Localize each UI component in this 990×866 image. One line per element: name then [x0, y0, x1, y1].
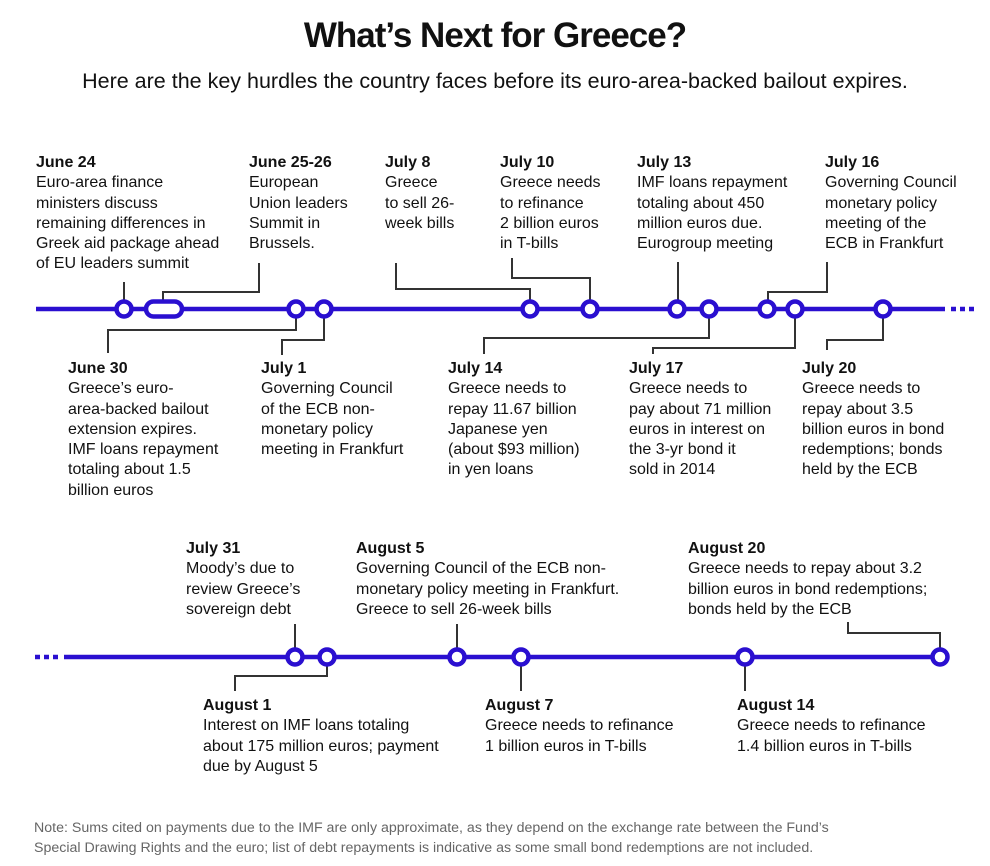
event-date: August 7 — [485, 697, 554, 714]
connector-july14 — [483, 318, 710, 354]
marker-july20 — [873, 299, 893, 319]
event-text: European Union leaders Summit in Brussel… — [249, 174, 348, 253]
marker-aug20 — [930, 647, 950, 667]
marker-july17 — [785, 299, 805, 319]
event-text: Greece needs to refinance 1.4 billion eu… — [737, 717, 926, 755]
event-text: Governing Council monetary policy meetin… — [825, 174, 957, 253]
footnote: Note: Sums cited on payments due to the … — [34, 820, 829, 856]
event-aug1: August 1 Interest on IMF loans totaling a… — [203, 696, 439, 777]
event-text: Greece needs to repay about 3.5 billion … — [802, 380, 945, 479]
marker-aug5 — [447, 647, 467, 667]
connectors — [107, 258, 941, 691]
event-july31: July 31 Moody’s due to review Greece’s so… — [186, 539, 300, 620]
event-date: August 20 — [688, 540, 766, 557]
event-text: IMF loans repayment totaling about 450 m… — [637, 174, 788, 253]
marker-july16 — [757, 299, 777, 319]
event-july20: July 20 Greece needs to repay about 3.5 b… — [802, 359, 944, 481]
marker-july8 — [520, 299, 540, 319]
connector-june2526 — [162, 263, 260, 301]
event-aug14: August 14 Greece needs to refinance 1.4 b… — [737, 696, 926, 757]
event-text: Greece needs to pay about 71 million eur… — [629, 380, 772, 479]
event-aug20: August 20 Greece needs to repay about 3.2… — [688, 539, 927, 620]
marker-july31 — [285, 647, 305, 667]
event-july1: July 1 Governing Council of the ECB non- … — [261, 359, 403, 460]
event-july8: July 8 Greece to sell 26- week bills — [385, 153, 454, 234]
event-text: Euro-area finance ministers discuss rema… — [36, 174, 220, 273]
event-text: Greece needs to refinance 2 billion euro… — [500, 174, 601, 253]
event-june30: June 30 Greece’s euro- area-backed bailou… — [68, 359, 218, 501]
event-date: July 14 — [448, 360, 503, 377]
connector-july10 — [511, 258, 591, 300]
marker-aug1 — [317, 647, 337, 667]
event-text: Governing Council of the ECB non- moneta… — [356, 560, 620, 618]
event-june24: June 24 Euro-area finance ministers discu… — [36, 153, 219, 275]
event-text: Interest on IMF loans totaling about 175… — [203, 717, 439, 775]
event-date: July 8 — [385, 154, 431, 171]
event-july14: July 14 Greece needs to repay 11.67 billi… — [448, 359, 580, 481]
connector-june30 — [107, 318, 297, 353]
event-date: July 1 — [261, 360, 307, 377]
event-text: Moody’s due to review Greece’s sovereign… — [186, 560, 301, 618]
event-text: Greece needs to repay 11.67 billion Japa… — [448, 380, 580, 479]
connector-july1 — [281, 318, 325, 355]
event-date: July 10 — [500, 154, 555, 171]
event-july16: July 16 Governing Council monetary policy… — [825, 153, 957, 254]
connector-july20 — [826, 318, 884, 350]
marker-june30 — [286, 299, 306, 319]
event-date: July 20 — [802, 360, 857, 377]
marker-july13 — [667, 299, 687, 319]
marker-june24 — [114, 299, 134, 319]
event-text: Greece needs to refinance 1 billion euro… — [485, 717, 674, 755]
connector-july17 — [652, 318, 796, 354]
marker-june2526 — [143, 299, 185, 319]
marker-july1 — [314, 299, 334, 319]
event-aug5: August 5 Governing Council of the ECB non… — [356, 539, 619, 620]
event-july17: July 17 Greece needs to pay about 71 mill… — [629, 359, 771, 481]
event-july13: July 13 IMF loans repayment totaling abou… — [637, 153, 787, 254]
event-text: Greece needs to repay about 3.2 billion … — [688, 560, 928, 618]
event-date: June 24 — [36, 154, 96, 171]
event-date: June 30 — [68, 360, 128, 377]
connector-july16 — [767, 262, 828, 300]
event-date: August 14 — [737, 697, 815, 714]
event-date: July 13 — [637, 154, 692, 171]
marker-july10 — [580, 299, 600, 319]
connector-july8 — [395, 263, 531, 300]
connector-aug1 — [234, 666, 328, 691]
event-text: Greece’s euro- area-backed bailout exten… — [68, 380, 219, 499]
event-text: Greece to sell 26- week bills — [385, 174, 455, 232]
chart-title: What’s Next for Greece? — [303, 16, 687, 55]
event-text: Governing Council of the ECB non- moneta… — [261, 380, 404, 459]
chart-subtitle: Here are the key hurdles the country fac… — [82, 69, 908, 93]
event-date: July 16 — [825, 154, 880, 171]
event-date: August 1 — [203, 697, 272, 714]
event-date: July 17 — [629, 360, 684, 377]
marker-aug7 — [511, 647, 531, 667]
marker-july14 — [699, 299, 719, 319]
marker-aug14 — [735, 647, 755, 667]
event-date: August 5 — [356, 540, 425, 557]
event-date: June 25-26 — [249, 154, 332, 171]
connector-aug20 — [847, 622, 941, 648]
event-july10: July 10 Greece needs to refinance 2 billi… — [500, 153, 601, 254]
event-date: July 31 — [186, 540, 241, 557]
event-aug7: August 7 Greece needs to refinance 1 bill… — [485, 696, 674, 757]
